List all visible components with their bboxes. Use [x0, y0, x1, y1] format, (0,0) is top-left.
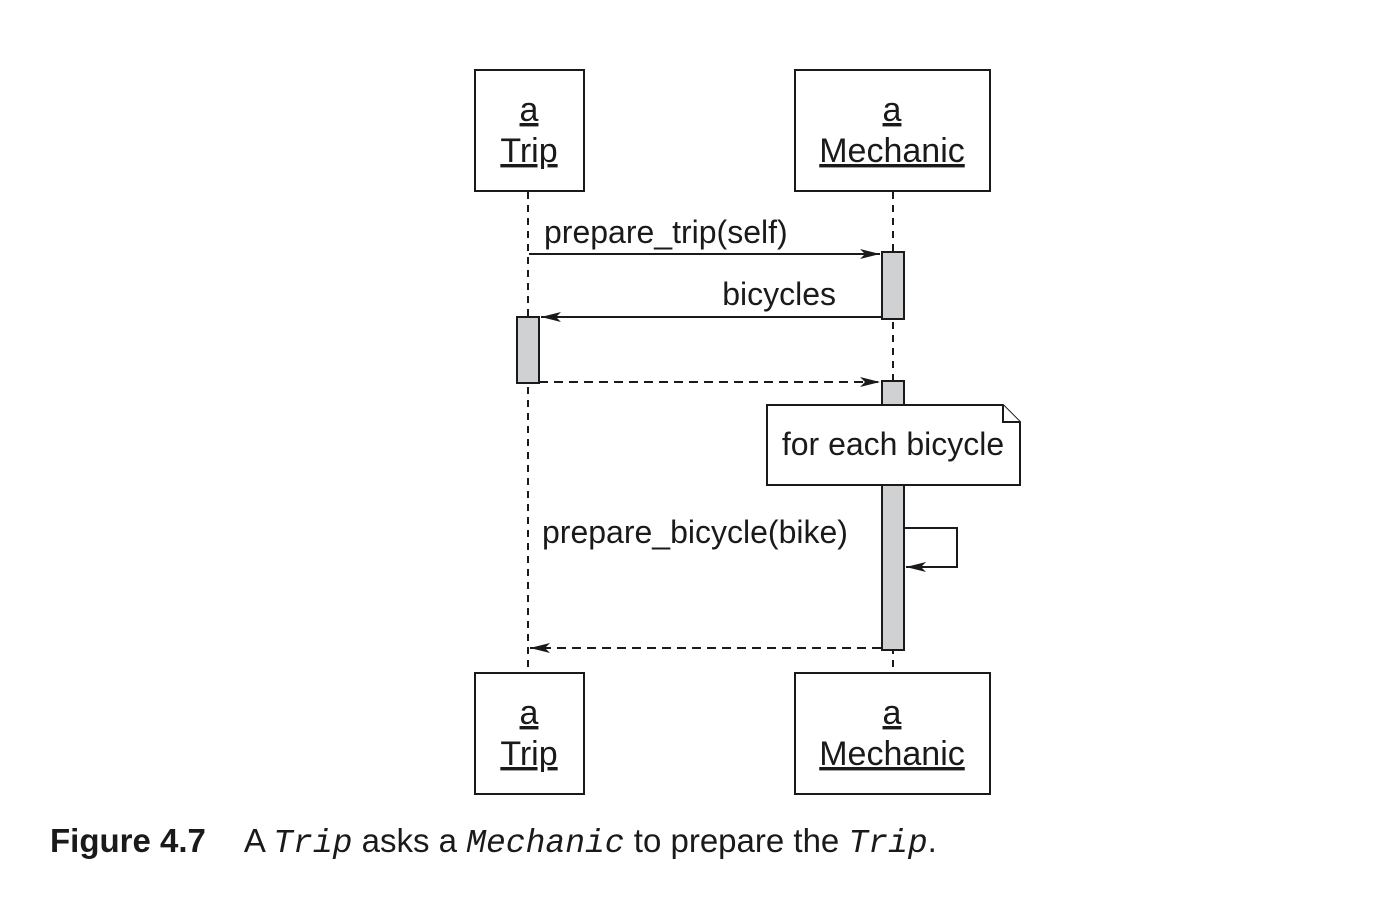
prepare-bicycle-label: prepare_bicycle(bike) — [542, 514, 848, 550]
caption-text-4: . — [927, 822, 937, 859]
participant-trip-top-line2: Trip — [500, 132, 557, 170]
figure-number: Figure 4.7 — [50, 822, 206, 859]
caption-text-2: asks a — [352, 822, 467, 859]
prepare-trip-label: prepare_trip(self) — [544, 214, 788, 250]
participant-mechanic-bottom: a Mechanic — [794, 672, 991, 795]
participant-mechanic-bottom-line1: a — [883, 694, 902, 732]
caption-code-trip-2: Trip — [848, 825, 928, 862]
mechanic-activation-1 — [881, 251, 905, 320]
trip-activation — [516, 316, 540, 384]
participant-mechanic-bottom-line2: Mechanic — [819, 735, 965, 773]
participant-mechanic-top-line1: a — [883, 91, 902, 129]
caption-text-3: to prepare the — [624, 822, 849, 859]
caption-code-trip: Trip — [273, 825, 353, 862]
prepare-bicycle-self-arrow — [904, 527, 958, 572]
bicycles-label: bicycles — [722, 276, 836, 312]
participant-trip-top-line1: a — [520, 91, 539, 129]
participant-mechanic-top-line2: Mechanic — [819, 132, 965, 170]
figure-caption: Figure 4.7 A Trip asks a Mechanic to prep… — [50, 822, 937, 862]
loop-note: for each bicycle — [766, 404, 1021, 486]
participant-trip-bottom: a Trip — [474, 672, 585, 795]
participant-trip-bottom-line2: Trip — [500, 735, 557, 773]
participant-trip-top: a Trip — [474, 69, 585, 192]
caption-text-1: A — [243, 822, 274, 859]
caption-code-mechanic: Mechanic — [466, 825, 625, 862]
participant-mechanic-top: a Mechanic — [794, 69, 991, 192]
participant-trip-bottom-line1: a — [520, 694, 539, 732]
loop-note-text: for each bicycle — [782, 426, 1004, 462]
